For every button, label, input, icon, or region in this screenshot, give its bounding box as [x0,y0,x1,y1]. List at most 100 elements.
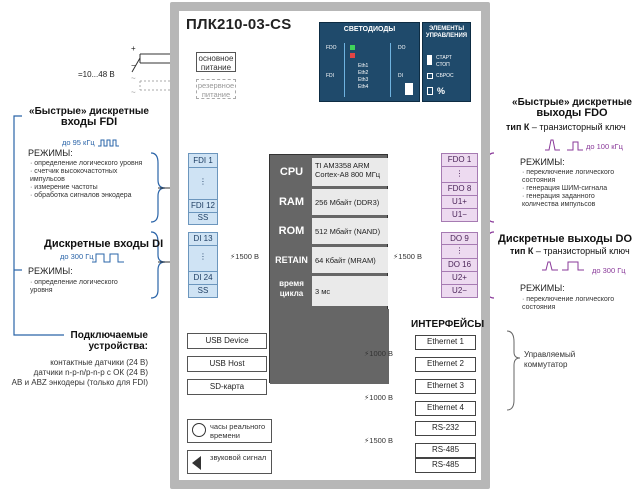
isolation-out-label: ⚡1500 В [393,252,423,261]
led-bar-right [390,43,393,97]
do-mode-1: · переключение логического состояния [522,296,615,311]
do-freq: до 300 Гц [592,266,626,275]
eth-led-labels: Eth1 Eth2 Eth3 Eth4 [358,63,368,91]
led-label-eth4: Eth4 [358,84,369,90]
percent-icon: % [437,86,446,96]
led-label-do: DO [398,45,406,51]
cpu-lower-area [270,309,389,384]
fdi-title-line1: «Быстрые» дискретные [29,106,149,117]
clock-icon [192,423,206,437]
cpu-row: CPU TI AM3358 ARM Cortex-A8 800 МГц [270,158,389,186]
cpu-value-line2: Cortex-A8 800 МГц [315,170,381,179]
reset-button-icon [427,73,433,79]
isolation-eth2-label: ⚡1000 В [364,393,394,402]
fdi-ellipsis: ⋮ [188,168,218,200]
fdo-terminal-group: FDO 1 ⋮ FDO 8 U1+ U1− [441,153,478,222]
fdo-mode-2: · генерация ШИМ-сигнала [522,185,608,192]
sd-slot-icon [405,83,413,95]
retain-row: RETAIN 64 Кбайт (MRAM) [270,247,389,273]
di-ellipsis: ⋮ [188,246,218,272]
di-24-terminal: DI 24 [188,272,218,285]
fdo-freq: до 100 кГц [586,142,623,151]
led-label-fdi: FDI [326,73,335,79]
fdi-modes-list: · определение логического уровня · счетч… [30,160,150,200]
ram-value: 256 Мбайт (DDR3) [312,189,388,215]
di-modes-title: РЕЖИМЫ: [28,266,73,276]
cpu-block: CPU TI AM3358 ARM Cortex-A8 800 МГц RAM … [269,154,389,384]
retain-key: RETAIN [275,255,308,265]
devices-title: Подключаемые устройства: [64,330,148,352]
fdo-type-suffix: – транзисторный ключ [529,122,626,132]
fdo-8-terminal: FDO 8 [441,183,478,196]
fdi-title-line2: входы FDI [60,116,118,128]
ethernet-2-box: Ethernet 2 [415,357,476,372]
power-led-icon [350,45,355,50]
fdi-mode-4: · обработка сигналов энкодера [30,192,132,199]
power-minus: − [131,61,136,70]
do-terminal-group: DO 9 ⋮ DO 16 U2+ U2− [441,232,478,298]
cpu-value: TI AM3358 ARM Cortex-A8 800 МГц [312,158,388,186]
di-title: Дискретные входы DI [44,238,164,250]
main-power-box: основное питание [196,52,236,72]
led-label-eth3: Eth3 [358,77,369,83]
rtc-box: часы реального времени [187,419,272,443]
stop-label: СТОП [436,62,450,68]
led-bar-left [344,43,347,97]
leds-panel: СВЕТОДИОДЫ FDO FDI DO DI Eth1 Eth2 Eth3 … [319,22,420,102]
leds-panel-title: СВЕТОДИОДЫ [343,26,396,33]
power-tilde-1: ~ [131,74,136,83]
devices-title-line1: Подключаемые [70,330,148,341]
power-plus: + [131,44,136,53]
do-ellipsis: ⋮ [441,245,478,259]
controls-panel-title: ЭЛЕМЕНТЫ УПРАВЛЕНИЯ [425,26,468,39]
u2-plus-terminal: U2+ [441,272,478,285]
device-title: ПЛК210-03-CS [186,16,292,33]
fdi-1-terminal: FDI 1 [188,153,218,168]
di-13-terminal: DI 13 [188,232,218,246]
di-mode-1: · определение логического уровня [30,279,118,294]
speaker-icon [192,456,201,470]
buzzer-label: звуковой сигнал [210,453,267,462]
devices-list: контактные датчики (24 В) датчики n-p-n/… [0,358,148,388]
start-label: СТАРТ [436,55,452,61]
u1-minus-terminal: U1− [441,209,478,222]
rom-value: 512 Мбайт (NAND) [312,218,388,244]
fdo-type-prefix: тип К [506,122,530,132]
cpu-key: CPU [279,166,304,178]
fdi-mode-1: · определение логического уровня [30,160,143,167]
fdi-title: «Быстрые» дискретные входы FDI [24,106,154,128]
ethernet-4-box: Ethernet 4 [415,401,476,416]
sd-card-box: SD-карта [187,379,267,395]
do-modes-list: · переключение логического состояния [522,296,632,312]
do-type-prefix: тип К [510,246,534,256]
fdi-mode-2: · счетчик высокочастотных импульсов [30,168,118,183]
fdi-12-terminal: FDI 12 [188,200,218,213]
ethernet-3-box: Ethernet 3 [415,379,476,394]
led-label-eth2: Eth2 [358,70,369,76]
do-16-terminal: DO 16 [441,259,478,272]
led-label-eth1: Eth1 [358,63,369,69]
fdi-mode-3: · измерение частоты [30,184,98,191]
led-label-fdo: FDO [326,45,337,51]
ram-row: RAM 256 Мбайт (DDR3) [270,189,389,215]
fdo-mode-1: · переключение логического состояния [522,169,615,184]
do-type: тип К – транзисторный ключ [510,246,630,257]
rs232-box: RS-232 [415,421,476,436]
power-voltage: =10...48 В [78,70,115,79]
device-item-1: контактные датчики (24 В) [50,358,148,367]
fdo-mode-3: · генерация заданного количества импульс… [522,193,596,208]
rtc-label: часы реального времени [210,422,266,440]
di-ss-terminal: SS [188,285,218,298]
start-stop-switch-icon [427,55,432,65]
fdo-title: «Быстрые» дискретные выходы FDO [500,97,644,119]
reserve-power-box: резервное питание [196,79,236,99]
ram-key: RAM [278,196,305,208]
do-modes-title: РЕЖИМЫ: [520,283,565,293]
cpu-value-line1: TI AM3358 ARM [315,161,370,170]
isolation-rs-label: ⚡1500 В [364,436,394,445]
status-led-icon [350,53,355,58]
do-type-suffix: – транзисторный ключ [533,246,630,256]
cycle-row: время цикла 3 мс [270,276,389,306]
ethernet-1-box: Ethernet 1 [415,335,476,350]
fdi-ss-terminal: SS [188,213,218,225]
